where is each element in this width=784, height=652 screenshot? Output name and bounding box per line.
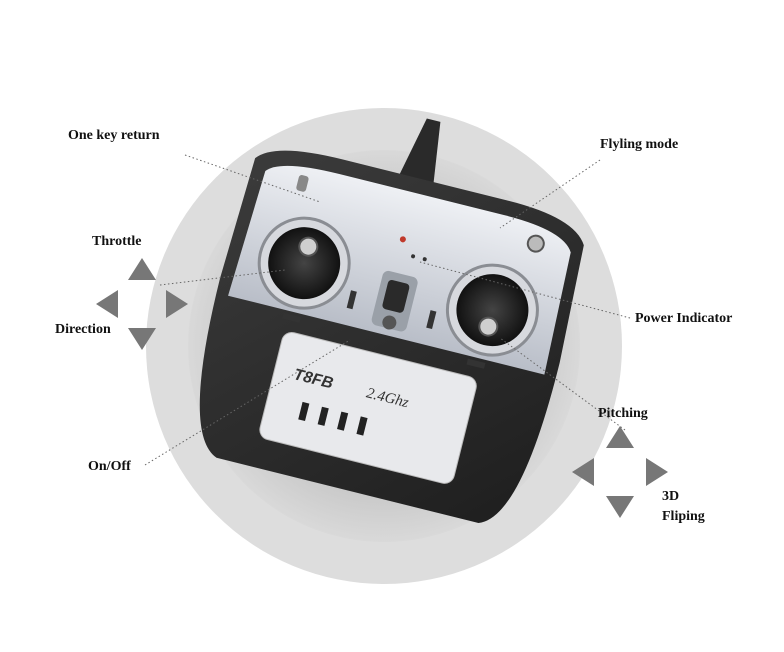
front-plate	[259, 331, 477, 484]
arrow-right-icon	[646, 458, 668, 486]
label-direction: Direction	[55, 322, 111, 337]
left-bottom-trim	[282, 312, 302, 323]
channel-switch	[337, 411, 349, 431]
left-arrows	[96, 258, 188, 350]
right-bottom-trim	[466, 358, 486, 369]
leader-lines	[144, 154, 631, 466]
label-flying-mode: Flyling mode	[600, 137, 679, 152]
arrow-right-icon	[166, 290, 188, 318]
power-switch	[382, 279, 410, 313]
label-power-indicator: Power Indicator	[635, 311, 733, 326]
arrow-up-icon	[606, 426, 634, 448]
label-3d-flipping: 3D Fliping	[662, 487, 705, 527]
left-trim	[346, 290, 357, 310]
leader-flying-mode	[499, 159, 601, 229]
arrow-down-icon	[128, 328, 156, 350]
return-switch	[296, 175, 309, 192]
channel-switch	[298, 401, 310, 422]
mode-switch	[526, 234, 545, 253]
leader-on-off	[144, 339, 351, 466]
arrow-left-icon	[96, 290, 118, 318]
indicator-dot	[422, 257, 427, 262]
label-fliping: Fliping	[662, 509, 705, 524]
arrow-left-icon	[572, 458, 594, 486]
arrow-up-icon	[128, 258, 156, 280]
label-one-key-return: One key return	[68, 128, 160, 143]
label-pitching: Pitching	[598, 406, 648, 421]
arrow-down-icon	[606, 496, 634, 518]
right-trim	[426, 310, 437, 330]
right-arrows	[572, 426, 668, 518]
right-stick	[478, 316, 499, 337]
label-throttle: Throttle	[92, 234, 142, 249]
left-stick	[298, 236, 319, 257]
rc-transmitter: T8FB 2.4Ghz	[199, 118, 584, 524]
indicator-dot	[411, 254, 416, 259]
label-on-off: On/Off	[88, 459, 131, 474]
left-gimbal	[268, 227, 341, 300]
leader-throttle	[159, 269, 286, 286]
power-button	[382, 315, 397, 330]
label-3d: 3D	[662, 489, 680, 504]
leader-pitching	[499, 337, 626, 431]
channel-switch	[317, 406, 329, 426]
leader-power-indicator	[419, 261, 631, 319]
channel-switch	[356, 416, 368, 436]
right-gimbal	[456, 274, 529, 347]
power-led	[399, 236, 406, 243]
